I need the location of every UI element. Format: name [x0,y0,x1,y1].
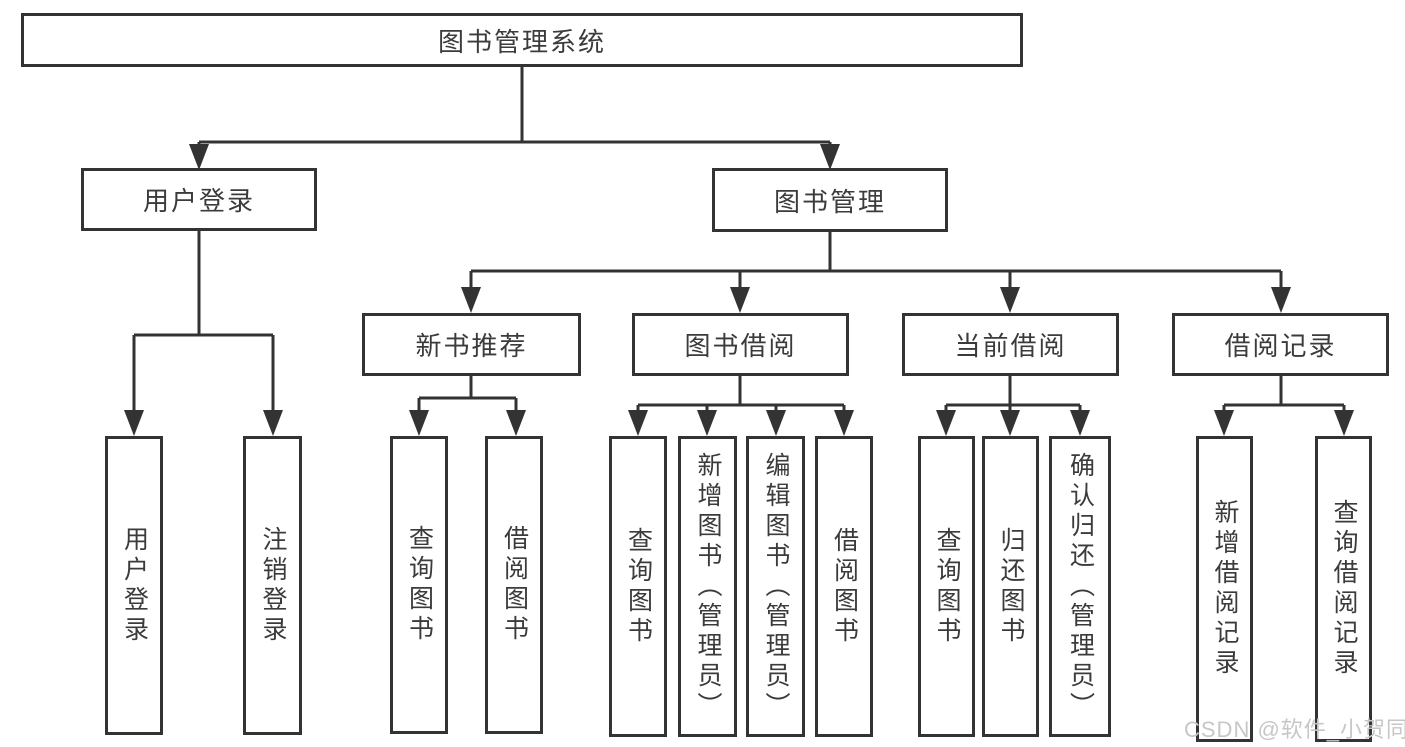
arrowheads [124,144,1354,436]
csdn-watermark: CSDN @软件_小贺同学 [1184,717,1405,742]
leaf-current-confirm-return-admin: 确认归还（管理员） [1049,436,1111,737]
leaf-newrec-borrow-books: 借阅图书 [485,436,543,734]
connector-root-children [197,67,832,146]
node-borrow-records: 借阅记录 [1172,313,1389,376]
leaf-current-return-books: 归还图书 [982,436,1039,737]
leaf-borrow-edit-books-admin: 编辑图书（管理员） [746,436,805,737]
connector-userlogin-children [132,231,275,412]
connector-bookmgmt-children [469,232,1283,289]
node-new-book-recommend: 新书推荐 [362,313,581,376]
connector-newbookrec-children [417,376,518,412]
node-book-borrow: 图书借阅 [632,313,849,376]
node-user-login: 用户登录 [81,168,317,231]
leaf-newrec-query-books: 查询图书 [390,436,448,734]
leaf-borrow-borrow-books: 借阅图书 [815,436,873,737]
leaf-borrow-query-books: 查询图书 [609,436,667,737]
leaf-current-query-books: 查询图书 [918,436,975,737]
leaf-logout: 注销登录 [243,436,302,735]
leaf-user-login: 用户登录 [105,436,163,735]
leaf-records-add-record: 新增借阅记录 [1196,436,1253,742]
leaf-borrow-add-books-admin: 新增图书（管理员） [678,436,737,737]
leaf-records-query-record: 查询借阅记录 [1315,436,1372,742]
connector-borrowrecords-children [1222,376,1346,412]
connector-currentborrow-children [944,376,1082,412]
node-current-borrow: 当前借阅 [902,313,1119,376]
connector-bookborrow-children [636,376,846,412]
node-root: 图书管理系统 [21,13,1023,67]
node-book-management: 图书管理 [712,168,948,232]
